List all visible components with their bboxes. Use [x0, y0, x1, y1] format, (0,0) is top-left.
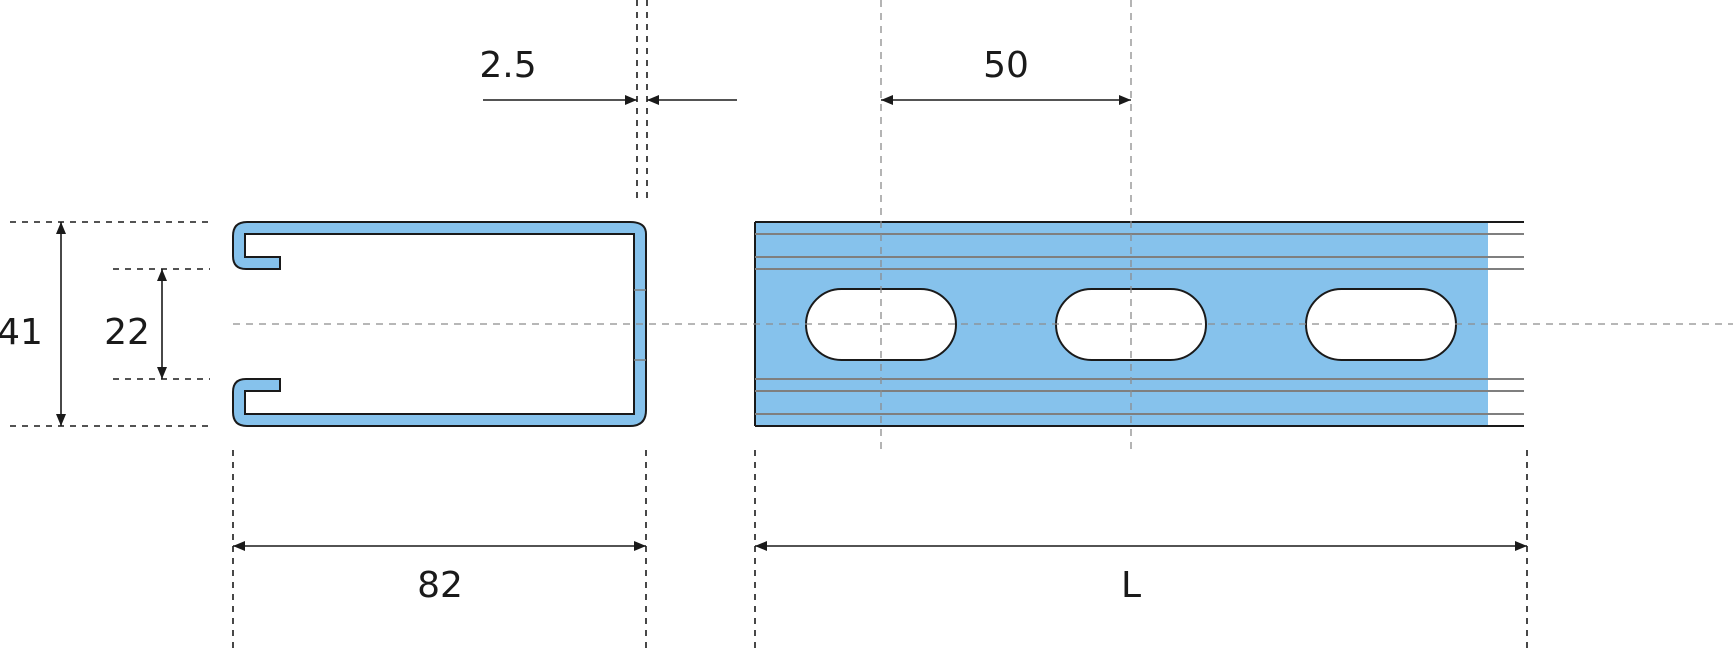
cross-section	[232, 221, 647, 427]
dimension-labels: 2.5 50 41 22 82 L	[0, 45, 1141, 606]
wall-thickness-label: 2.5	[479, 45, 536, 86]
opening-label: 22	[104, 312, 150, 353]
dimension-lines	[56, 95, 1527, 551]
slot-pitch-label: 50	[983, 45, 1029, 86]
profile-height-label: 41	[0, 312, 43, 353]
guide-lines	[10, 0, 1733, 648]
length-label: L	[1121, 565, 1141, 606]
c-profile-shape	[232, 221, 647, 427]
profile-width-label: 82	[417, 565, 463, 606]
